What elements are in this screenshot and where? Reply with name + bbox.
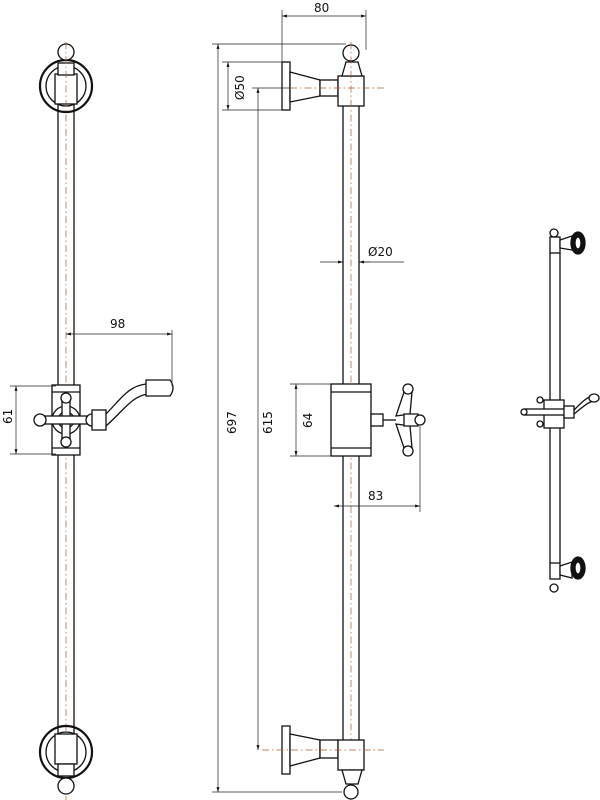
dimension-80: 80 <box>281 1 367 62</box>
side-bottom-bracket <box>262 725 384 800</box>
side-top-bracket <box>281 44 384 111</box>
perspective-view <box>520 228 600 593</box>
diameter-symbol: Ø <box>368 245 377 259</box>
dimension-83: 83 <box>334 426 421 512</box>
perspective-top-bracket <box>549 228 586 255</box>
perspective-bottom-bracket <box>549 556 586 593</box>
dimension-diameter-50-label: Ø50 <box>233 75 247 100</box>
dimension-64-label: 64 <box>301 413 315 428</box>
dimension-615-label: 615 <box>261 411 275 434</box>
dimension-615: 615 <box>252 87 290 750</box>
dimension-98: 98 <box>66 317 173 386</box>
dimension-98-label: 98 <box>110 317 125 331</box>
dimension-diameter-20-label: Ø20 <box>368 245 393 259</box>
dimension-61-label: 61 <box>1 409 15 424</box>
dimension-diameter-50: Ø50 <box>222 61 282 111</box>
side-view: 80 Ø50 697 615 64 <box>212 1 426 800</box>
dimension-697-label: 697 <box>225 411 239 434</box>
front-slider <box>33 379 174 456</box>
perspective-rail <box>549 253 561 563</box>
front-view: 98 61 <box>1 42 174 800</box>
dimension-diameter-20: Ø20 <box>320 245 404 264</box>
perspective-slider <box>520 393 600 429</box>
dimension-20-value: 20 <box>377 245 392 259</box>
bottom-wall-bracket <box>38 724 94 795</box>
dimension-697: 697 <box>212 43 346 793</box>
dimension-50-value: 50 <box>233 75 247 90</box>
dimension-83-label: 83 <box>368 489 383 503</box>
dimension-80-label: 80 <box>314 1 329 15</box>
dimension-61: 61 <box>1 385 56 455</box>
dimension-64: 64 <box>290 383 331 457</box>
side-slider <box>330 383 426 457</box>
diameter-symbol: Ø <box>233 91 247 100</box>
